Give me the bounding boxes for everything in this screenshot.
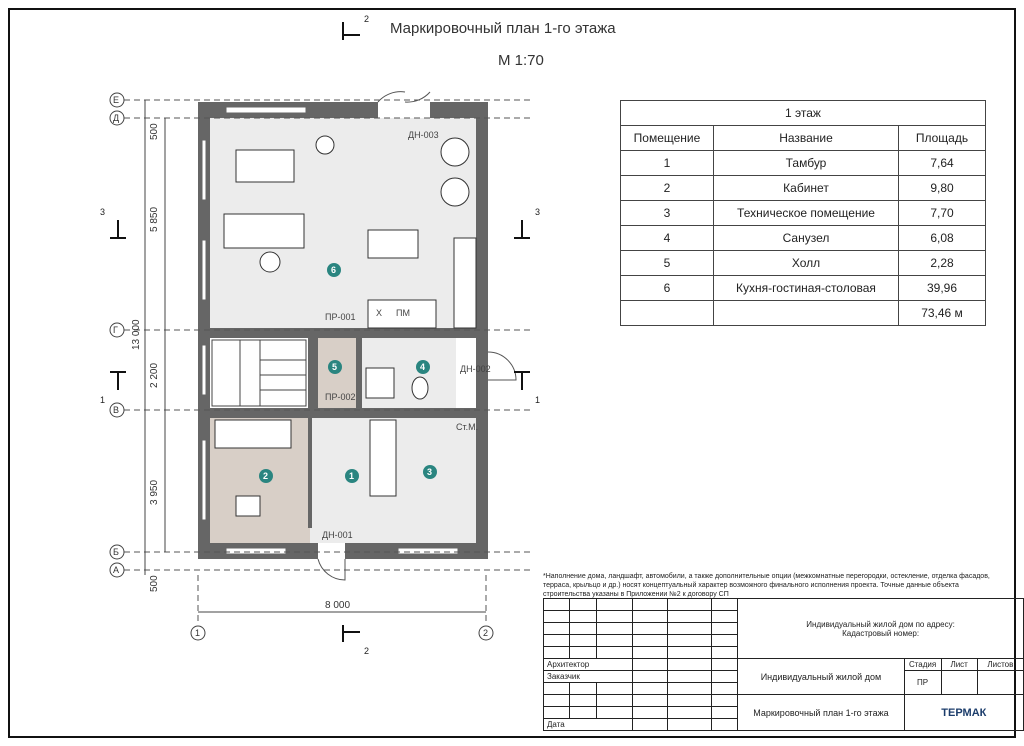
dim-8000: 8 000 — [325, 600, 350, 611]
axis-V: В — [113, 405, 119, 415]
label-pm: ПМ — [396, 308, 410, 318]
room-2-number: 2 — [263, 471, 268, 481]
room-1-number: 1 — [349, 471, 354, 481]
sheet-header: Лист — [940, 658, 978, 671]
section-2-bottom: 2 — [364, 646, 369, 656]
wall-right — [476, 102, 488, 552]
section-3-left: 3 — [100, 207, 105, 217]
architect-label: Архитектор — [543, 658, 633, 671]
address-label: Индивидуальный жилой дом по адресу: — [806, 619, 955, 629]
header-room: Помещение — [620, 125, 714, 151]
dim-5850: 5 850 — [149, 207, 160, 232]
room-5-number: 5 — [332, 362, 337, 372]
cadastral-label: Кадастровый номер: — [842, 628, 920, 638]
dim-3950: 3 950 — [149, 480, 160, 505]
customer-label: Заказчик — [543, 670, 633, 683]
section-2-top: 2 — [364, 14, 369, 24]
wall-stair — [308, 338, 318, 408]
section-1-right: 1 — [535, 395, 540, 405]
room-6-number: 6 — [331, 265, 336, 275]
axis-D: Д — [113, 113, 119, 123]
axis-G: Г — [113, 325, 118, 335]
sheets-header: Листов — [976, 658, 1024, 671]
room-markers: 1 2 3 4 5 6 — [259, 263, 437, 483]
wall-mid2 — [210, 408, 476, 418]
stage-header: Стадия — [903, 658, 942, 671]
table-caption: 1 этаж — [620, 100, 986, 126]
table-total-row: 73,46 м — [620, 300, 986, 326]
label-kh: Х — [376, 308, 382, 318]
label-dn002: ДН-002 — [460, 364, 491, 374]
axis-B: Б — [113, 547, 119, 557]
dim-500-bottom: 500 — [149, 575, 160, 592]
dim-500-top: 500 — [149, 123, 160, 140]
dim-13000: 13 000 — [131, 319, 142, 350]
hall-floor — [318, 338, 360, 413]
room-4-number: 4 — [420, 362, 425, 372]
total-area: 73,46 м — [898, 300, 986, 326]
room-3-number: 3 — [427, 467, 432, 477]
axis-2: 2 — [483, 628, 488, 638]
wall-left — [198, 102, 210, 552]
wall-office — [308, 418, 312, 528]
scale-label: М 1:70 — [498, 52, 544, 69]
wall-bath — [356, 338, 362, 408]
object-name: Индивидуальный жилой дом — [737, 658, 905, 695]
label-pr002: ПР-002 — [325, 392, 356, 402]
title-block: Индивидуальный жилой дом по адресу: Када… — [542, 598, 1024, 731]
stage-value: ПР — [903, 670, 942, 695]
date-label: Дата — [543, 718, 633, 731]
dim-2200: 2 200 — [149, 363, 160, 388]
label-dn003: ДН-003 — [408, 130, 439, 140]
logo: ТЕРМАК — [903, 694, 1024, 731]
page-title: Маркировочный план 1-го этажа — [390, 20, 616, 37]
header-name: Название — [713, 125, 899, 151]
wall-mid1 — [210, 328, 476, 338]
label-pr001: ПР-001 — [325, 312, 356, 322]
disclaimer-note: *Наполнение дома, ландшафт, автомобили, … — [543, 573, 990, 598]
label-dn001: ДН-001 — [322, 530, 353, 540]
header-area: Площадь — [898, 125, 986, 151]
label-stm: Ст.М. — [456, 422, 478, 432]
section-1-left: 1 — [100, 395, 105, 405]
sheet-title: Маркировочный план 1-го этажа — [737, 694, 905, 731]
section-3-right: 3 — [535, 207, 540, 217]
wall-top-b — [430, 102, 488, 118]
axis-A: А — [113, 565, 119, 575]
drawing-frame — [8, 8, 1016, 738]
axis-E: Е — [113, 95, 119, 105]
axis-1: 1 — [195, 628, 200, 638]
